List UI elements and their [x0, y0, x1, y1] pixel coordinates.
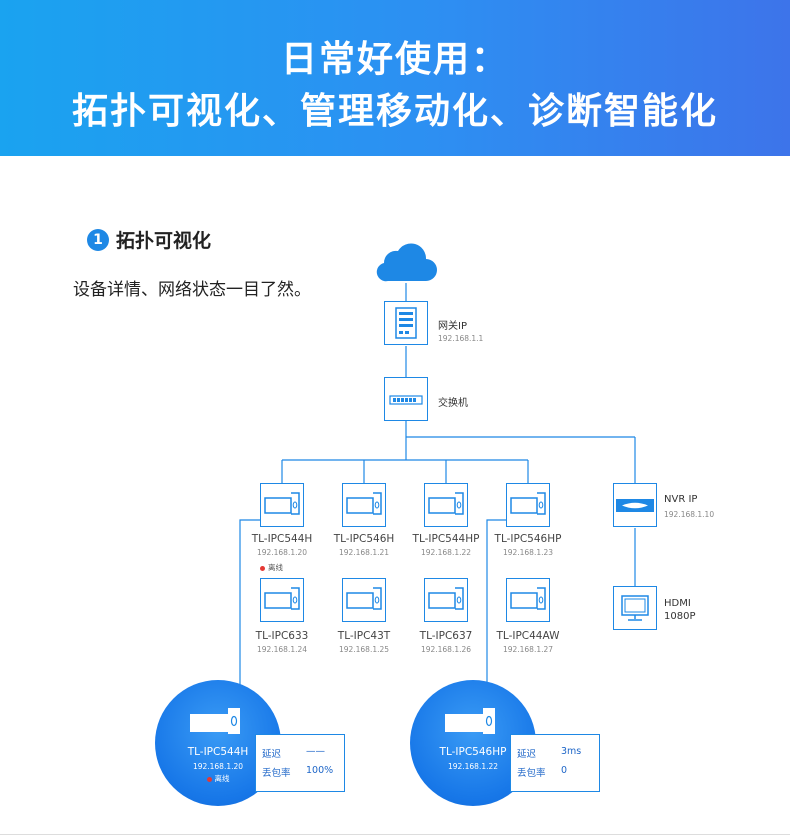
camera-name: TL-IPC44AW: [496, 630, 560, 642]
section-description: 设备详情、网络状态一目了然。: [73, 280, 311, 300]
detail-card: 延迟 3ms 丢包率 0: [510, 734, 600, 792]
gateway-ip: 192.168.1.1: [438, 334, 484, 343]
section-number-badge: 1: [87, 229, 109, 251]
packet-loss-value: 100%: [306, 765, 334, 776]
offline-dot: [206, 776, 212, 782]
camera-ip: 192.168.1.21: [338, 548, 390, 557]
camera-name: TL-IPC546H: [333, 533, 395, 545]
nvr-node[interactable]: [613, 483, 657, 527]
camera-status: 离线: [260, 562, 283, 573]
nvr-icon: [616, 499, 654, 512]
camera-icon: [428, 492, 464, 515]
nvr-label: NVR IP: [664, 494, 698, 505]
switch-node[interactable]: [384, 377, 428, 421]
camera-name: TL-IPC633: [255, 630, 309, 642]
latency-value: 3ms: [561, 746, 582, 757]
gateway-label: 网关IP: [438, 321, 467, 332]
detail-card: 延迟 —— 丢包率 100%: [255, 734, 345, 792]
latency-label: 延迟: [262, 749, 282, 760]
camera-ip: 192.168.1.26: [420, 645, 472, 654]
gateway-node[interactable]: [384, 301, 428, 345]
hdmi-label: HDMI: [664, 598, 691, 609]
camera-name: TL-IPC43T: [337, 630, 391, 642]
camera-node[interactable]: [506, 578, 550, 622]
camera-icon: [346, 492, 382, 515]
section-title: 拓扑可视化: [116, 230, 212, 252]
header-banner: 日常好使用： 拓扑可视化、管理移动化、诊断智能化: [0, 0, 790, 156]
camera-ip: 192.168.1.20: [256, 548, 308, 557]
camera-node[interactable]: [424, 483, 468, 527]
camera-name: TL-IPC637: [419, 630, 473, 642]
banner-title: 日常好使用：: [280, 39, 509, 80]
detail-camera-name: TL-IPC546HP: [439, 746, 507, 758]
monitor-node[interactable]: [613, 586, 657, 630]
camera-icon: [428, 587, 464, 610]
packet-loss-label: 丢包率: [517, 768, 546, 779]
monitor-icon: [621, 595, 649, 621]
camera-node[interactable]: [260, 578, 304, 622]
cloud-icon: [376, 243, 437, 282]
camera-ip: 192.168.1.23: [502, 548, 554, 557]
camera-node[interactable]: [424, 578, 468, 622]
camera-node[interactable]: [342, 578, 386, 622]
detail-camera-status: 离线: [155, 773, 281, 784]
camera-ip: 192.168.1.22: [420, 548, 472, 557]
camera-icon: [510, 587, 546, 610]
nvr-ip: 192.168.1.10: [664, 510, 715, 519]
gateway-icon: [395, 307, 417, 339]
camera-icon: [264, 587, 300, 610]
latency-label: 延迟: [517, 749, 537, 760]
detail-camera-ip: 192.168.1.20: [192, 762, 244, 771]
camera-icon: [346, 587, 382, 610]
detail-camera-name: TL-IPC544H: [187, 746, 249, 758]
camera-node[interactable]: [506, 483, 550, 527]
camera-name: TL-IPC544H: [251, 533, 313, 545]
camera-ip: 192.168.1.25: [338, 645, 390, 654]
hdmi-resolution: 1080P: [664, 611, 696, 622]
camera-node[interactable]: [260, 483, 304, 527]
detail-camera-ip: 192.168.1.22: [447, 762, 499, 771]
camera-icon: [190, 708, 240, 734]
camera-icon: [264, 492, 300, 515]
camera-icon: [445, 708, 495, 734]
latency-value: ——: [306, 746, 325, 757]
switch-icon: [389, 395, 423, 405]
camera-name: TL-IPC546HP: [494, 533, 562, 545]
banner-subtitle: 拓扑可视化、管理移动化、诊断智能化: [71, 91, 718, 132]
offline-dot: [260, 565, 265, 571]
camera-icon: [510, 492, 546, 515]
packet-loss-label: 丢包率: [262, 768, 291, 779]
camera-ip: 192.168.1.27: [502, 645, 554, 654]
packet-loss-value: 0: [561, 765, 568, 776]
camera-node[interactable]: [342, 483, 386, 527]
camera-ip: 192.168.1.24: [256, 645, 308, 654]
switch-label: 交换机: [438, 398, 468, 409]
camera-name: TL-IPC544HP: [412, 533, 480, 545]
